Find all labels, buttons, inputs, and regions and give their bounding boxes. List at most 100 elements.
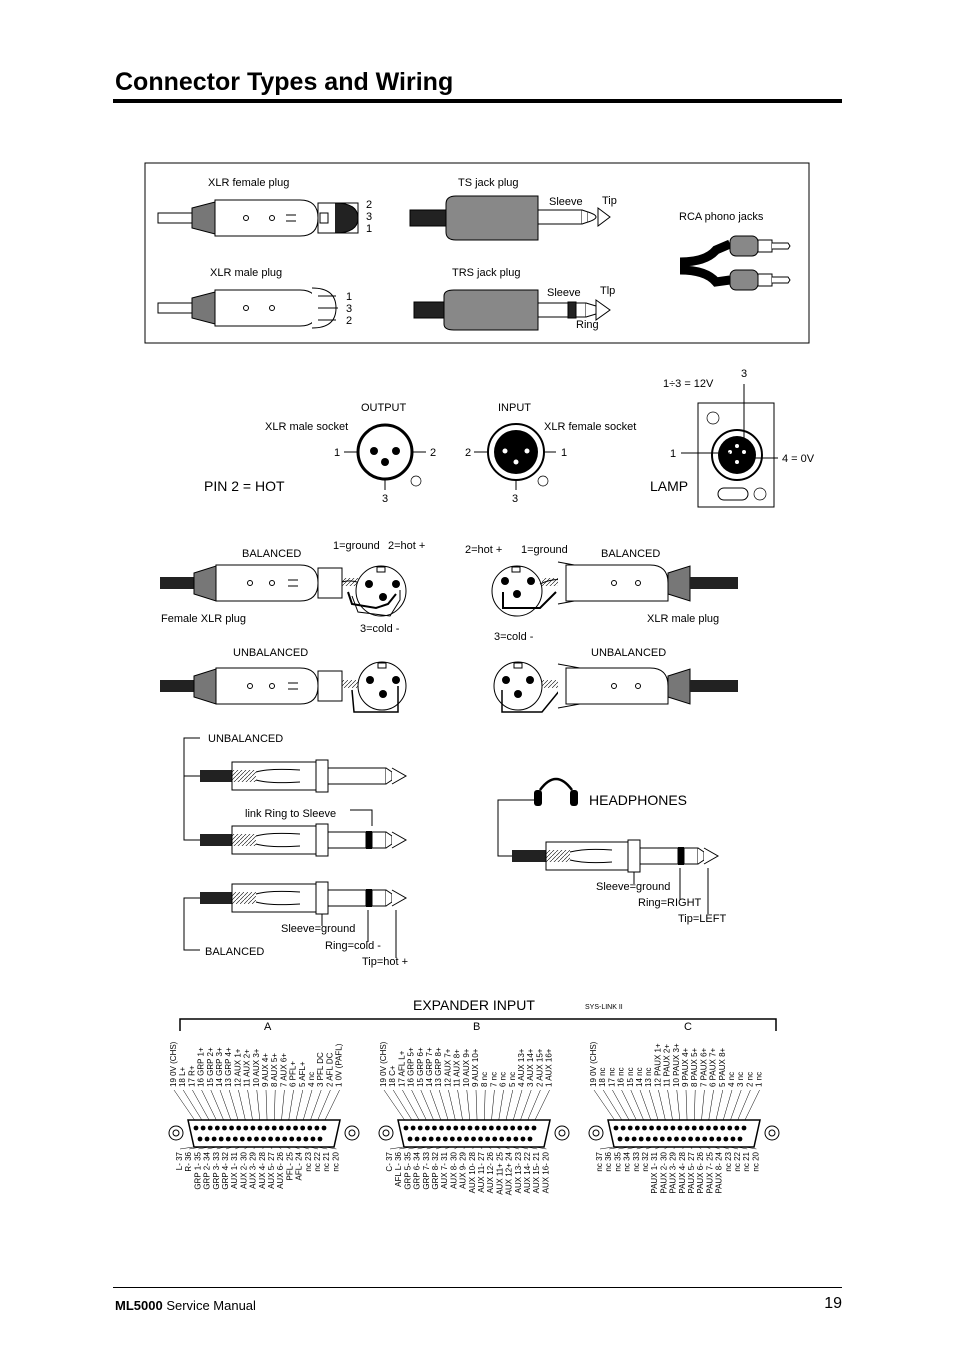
dsub-pin xyxy=(503,1125,508,1131)
tip-label: Tlp xyxy=(600,285,615,297)
pin-label-c-bottom: PAUX 1- 31 xyxy=(650,1151,659,1193)
dsub-pin xyxy=(709,1136,715,1142)
pin-label: 1 xyxy=(334,447,340,459)
pin-label-c-top: 19 0V (CHS) xyxy=(589,1041,598,1087)
dsub-pin xyxy=(659,1136,665,1142)
pin-label-c-top: 8 PAUX 5+ xyxy=(690,1047,699,1087)
dsub-pin xyxy=(200,1125,206,1131)
pin-label-a-top: 5 AFL+ xyxy=(298,1061,307,1087)
dsub-pin xyxy=(727,1125,733,1131)
pin-label-c-top: 10 PAUX 3+ xyxy=(672,1043,681,1087)
dsub-pin xyxy=(207,1125,213,1131)
dsub-pin xyxy=(250,1125,256,1131)
dsub-pin xyxy=(407,1136,413,1142)
dsub-pin xyxy=(218,1136,224,1142)
dsub-pin xyxy=(424,1125,430,1131)
dsub-pin xyxy=(670,1125,676,1131)
hp-sleeve-label: Sleeve=ground xyxy=(596,881,670,893)
ts-unbalanced-jack-drawing xyxy=(200,759,408,793)
hot-label: 2=hot + xyxy=(465,544,502,556)
trs-jack-plug-label: TRS jack plug xyxy=(452,267,520,279)
pin-label-a-top: 16 GRP 1+ xyxy=(197,1047,206,1087)
dsub-pin xyxy=(656,1125,662,1131)
pin-label-b-bottom: AUX 12+ 24 xyxy=(505,1151,514,1195)
pin-label-b-bottom: AUX 11- 27 xyxy=(477,1151,486,1192)
pin-label-b-top: 3 AUX 14+ xyxy=(526,1048,535,1087)
headphones-label: HEADPHONES xyxy=(589,792,687,808)
dsub-pin xyxy=(403,1125,409,1131)
pin-label-c-bottom: nc 35 xyxy=(613,1151,622,1171)
pin-label-c-top: 2 nc xyxy=(745,1072,754,1087)
tip-label: Tip xyxy=(602,195,617,207)
xlr-male-plug-drawing xyxy=(157,287,338,329)
dsub-pin xyxy=(706,1125,711,1131)
dsub-pin xyxy=(730,1136,736,1142)
pin-label-c-bottom: nc 33 xyxy=(632,1151,641,1171)
dsub-pin xyxy=(278,1125,284,1131)
dsub-pin xyxy=(457,1136,462,1142)
ts-jack-plug-drawing xyxy=(409,195,611,241)
connector-a-label: A xyxy=(264,1021,272,1033)
pin-label-a-top: 3 PFL DC xyxy=(316,1052,325,1087)
dsub-pin xyxy=(197,1136,203,1142)
pin-label-a-bottom: R- 36 xyxy=(184,1151,193,1171)
xlr-male-plug-label: XLR male plug xyxy=(647,613,719,625)
dsub-pin xyxy=(442,1136,448,1142)
dsub-pin xyxy=(652,1136,658,1142)
pin-label-c-top: 15 nc xyxy=(626,1067,635,1087)
pin-label: 2 xyxy=(346,315,352,327)
dsub-pin xyxy=(496,1125,501,1131)
dsub-pin xyxy=(236,1125,242,1131)
dsub-pin xyxy=(314,1125,320,1131)
dsub-pin xyxy=(307,1125,313,1131)
dsub-pin xyxy=(271,1125,277,1131)
pin-label-b-top: 8 nc xyxy=(480,1072,489,1087)
pin-label-a-top: 6 PFL+ xyxy=(289,1061,298,1087)
pin-label-a-bottom: AUX 6- 26 xyxy=(276,1151,285,1188)
dsub-pin xyxy=(649,1125,654,1131)
connector-c-label: C xyxy=(684,1021,692,1033)
pin-label-c-bottom: PAUX 7- 25 xyxy=(705,1151,714,1193)
balanced-female-xlr-drawing xyxy=(160,564,407,617)
dsub-pin xyxy=(677,1125,683,1131)
dsub-pin xyxy=(264,1125,270,1131)
pin-label-a-bottom: nc 23 xyxy=(304,1151,313,1171)
pin-label-b-top: 10 AUX 9+ xyxy=(462,1048,471,1087)
dsub-pin xyxy=(474,1125,480,1131)
pin-label-a-bottom: nc 22 xyxy=(313,1151,322,1171)
dsub-pin xyxy=(232,1136,238,1142)
dsub-pin xyxy=(492,1136,498,1142)
pin-label: 3 xyxy=(346,303,352,315)
balanced-label: BALANCED xyxy=(242,548,301,560)
pin-label-c-top: 6 PAUX 7+ xyxy=(709,1047,718,1087)
trs-jack-plug-drawing xyxy=(413,289,611,331)
pin-label-a-bottom: AUX 2- 30 xyxy=(239,1151,248,1188)
pin-label-b-bottom: GRP 8- 32 xyxy=(431,1151,440,1189)
pin-label-c-bottom: nc 21 xyxy=(742,1151,751,1171)
expander-bracket xyxy=(179,1018,777,1031)
pin-label-b-bottom: AUX 16- 20 xyxy=(541,1151,550,1193)
dsub-pin xyxy=(286,1125,291,1131)
pin-label-c-top: 4 nc xyxy=(727,1072,736,1087)
pin-label-a-bottom: AUX 5- 27 xyxy=(267,1151,276,1188)
pin-label-c-top: 3 nc xyxy=(736,1072,745,1087)
dsub-pin xyxy=(247,1136,252,1142)
dsub-pin xyxy=(702,1136,708,1142)
ring-cold-label: Ring=cold - xyxy=(325,940,381,952)
dsub-pin xyxy=(417,1125,423,1131)
pin-label-b-top: 19 0V (CHS) xyxy=(379,1041,388,1087)
lamp-label: LAMP xyxy=(650,478,688,494)
dsub-pin xyxy=(645,1136,651,1142)
ground-label: 1=ground xyxy=(333,540,380,552)
pin-label-a-bottom: GRP 3- 33 xyxy=(212,1151,221,1189)
dsub-pin xyxy=(627,1125,633,1131)
pin-label-b-top: 12 AUX 7+ xyxy=(443,1048,452,1087)
dsub-pin xyxy=(471,1136,476,1142)
pin-label-b-bottom: AUX 12- 26 xyxy=(486,1151,495,1193)
dsub-pin xyxy=(254,1136,259,1142)
unbalanced-label: UNBALANCED xyxy=(233,647,308,659)
cold-label: 3=cold - xyxy=(360,623,400,635)
pin-label-b-top: 14 GRP 7+ xyxy=(425,1047,434,1087)
pin-label-b-top: 9 AUX 10+ xyxy=(471,1048,480,1087)
xlr-male-plug-label: XLR male plug xyxy=(210,267,282,279)
